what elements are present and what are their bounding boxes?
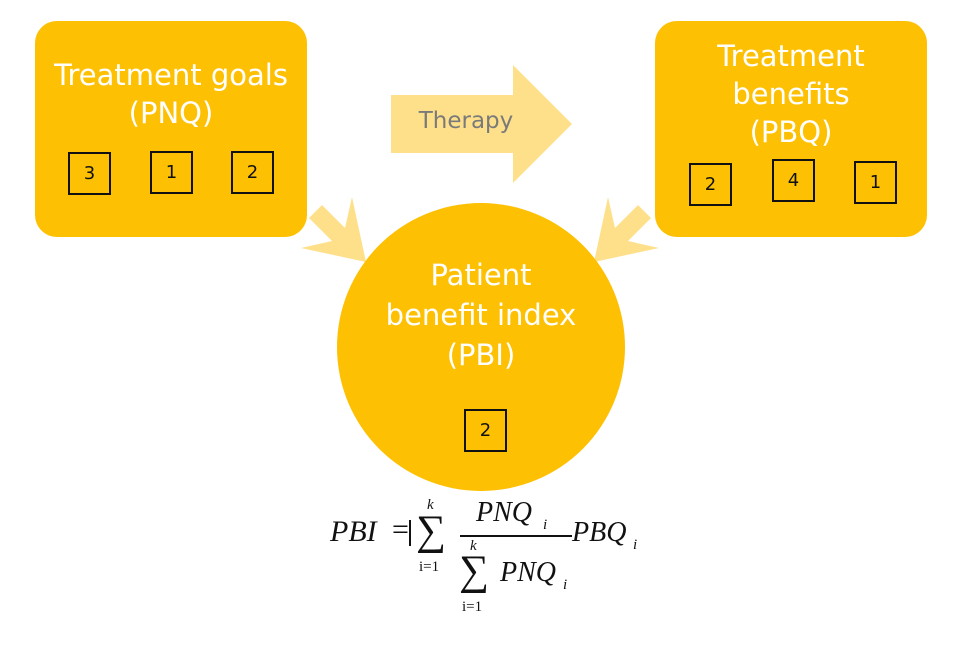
treatment-goals-title-line2: (PNQ) xyxy=(128,96,214,130)
outer-sum-upper-limit: k xyxy=(427,497,434,513)
benefit-score-2: 4 xyxy=(772,159,815,202)
benefit-score-1: 2 xyxy=(689,163,732,206)
formula-equals: = xyxy=(392,513,409,546)
pbi-formula: PBI = k ∑ i=1 PNQ i PBQ i k ∑ i=1 PNQ i xyxy=(320,495,650,625)
pbi-score: 2 xyxy=(464,409,507,452)
pbi-title-line1: Patient xyxy=(430,258,532,292)
numerator-base: PNQ xyxy=(476,497,532,528)
pbi-title-line3: (PBI) xyxy=(446,338,516,372)
numerator-sub: i xyxy=(543,517,548,533)
goals-to-index-arrow xyxy=(292,197,366,262)
treatment-benefits-title-line2: benefits xyxy=(732,77,850,111)
goal-score-1: 3 xyxy=(68,152,111,195)
formula-lhs: PBI xyxy=(330,515,377,548)
formula-bar xyxy=(409,520,411,546)
pbi-title-line2: benefit index xyxy=(385,298,577,332)
benefits-to-index-arrow xyxy=(594,197,668,262)
patient-benefit-index-circle: Patient benefit index (PBI) 2 xyxy=(337,203,625,491)
treatment-goals-title: Treatment goals (PNQ) xyxy=(35,56,307,132)
fraction-line xyxy=(460,535,572,537)
goal-score-3: 2 xyxy=(231,151,274,194)
denominator-sub: i xyxy=(563,577,568,593)
treatment-benefits-title-line3: (PBQ) xyxy=(749,115,833,149)
patient-benefit-index-title: Patient benefit index (PBI) xyxy=(337,255,625,375)
outer-sum-symbol: ∑ xyxy=(416,508,446,554)
inner-sum-upper-limit: k xyxy=(470,538,477,554)
treatment-benefits-box: Treatment benefits (PBQ) 2 4 1 xyxy=(655,21,927,237)
therapy-arrow xyxy=(391,65,572,183)
denominator-base: PNQ xyxy=(500,557,556,588)
treatment-benefits-title-line1: Treatment xyxy=(717,39,865,73)
multiplier-base: PBQ xyxy=(572,517,627,548)
inner-sum-symbol: ∑ xyxy=(459,548,489,594)
treatment-goals-title-line1: Treatment goals xyxy=(54,58,288,92)
goal-score-2: 1 xyxy=(150,151,193,194)
multiplier-sub: i xyxy=(633,537,638,553)
inner-sum-lower-limit: i=1 xyxy=(462,599,483,615)
treatment-goals-box: Treatment goals (PNQ) 3 1 2 xyxy=(35,21,307,237)
therapy-label: Therapy xyxy=(418,108,514,134)
benefit-score-3: 1 xyxy=(854,161,897,204)
outer-sum-lower-limit: i=1 xyxy=(419,559,440,575)
treatment-benefits-title: Treatment benefits (PBQ) xyxy=(655,37,927,151)
